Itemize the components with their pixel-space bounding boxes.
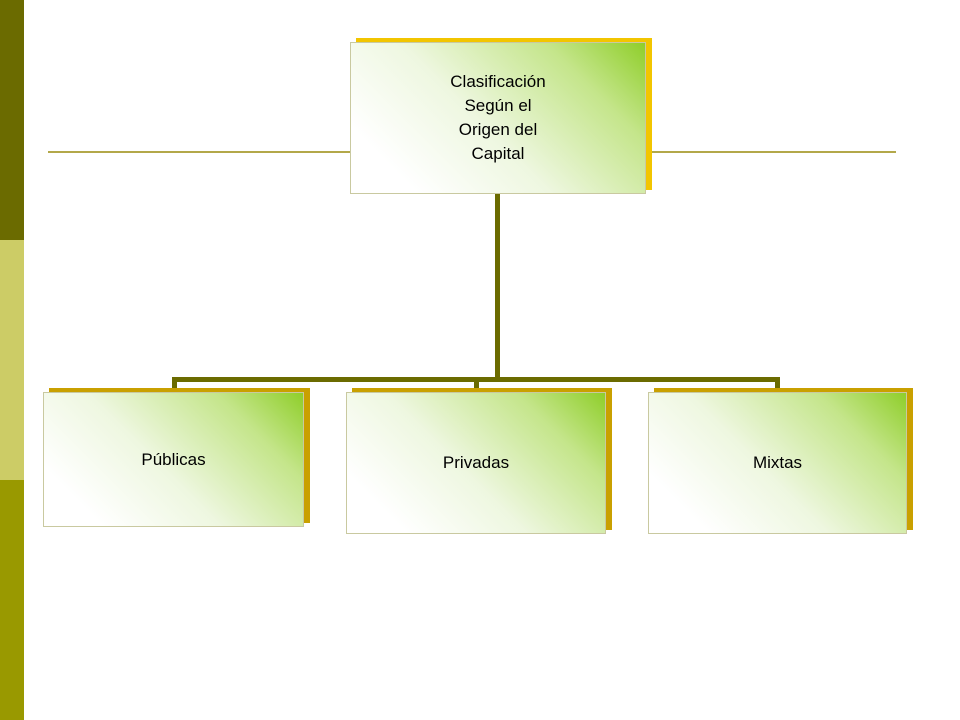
root-node-label: Clasificación Según el Origen del Capita…: [450, 70, 545, 166]
connector-root-trunk: [495, 194, 500, 379]
root-line-2: Según el: [464, 96, 532, 115]
connector-drop-mixtas: [775, 377, 780, 390]
side-band-middle: [0, 240, 24, 480]
root-line-1: Clasificación: [450, 72, 546, 91]
child-node-label: Públicas: [43, 392, 304, 527]
side-band-bottom: [0, 480, 24, 720]
connector-drop-publicas: [172, 377, 177, 390]
child-node-label: Mixtas: [648, 392, 907, 534]
root-node: Clasificación Según el Origen del Capita…: [350, 38, 652, 194]
horizontal-rule-left: [48, 151, 350, 153]
child-node-privadas: Privadas: [346, 388, 612, 534]
child-node-mixtas: Mixtas: [648, 388, 913, 534]
root-line-4: Capital: [471, 144, 525, 163]
connector-drop-privadas: [474, 377, 479, 390]
horizontal-rule-right: [650, 151, 896, 153]
child-node-publicas: Públicas: [43, 388, 310, 527]
side-band-top: [0, 0, 24, 240]
child-node-label: Privadas: [346, 392, 606, 534]
root-node-box: Clasificación Según el Origen del Capita…: [350, 42, 646, 194]
root-line-3: Origen del: [458, 120, 538, 139]
